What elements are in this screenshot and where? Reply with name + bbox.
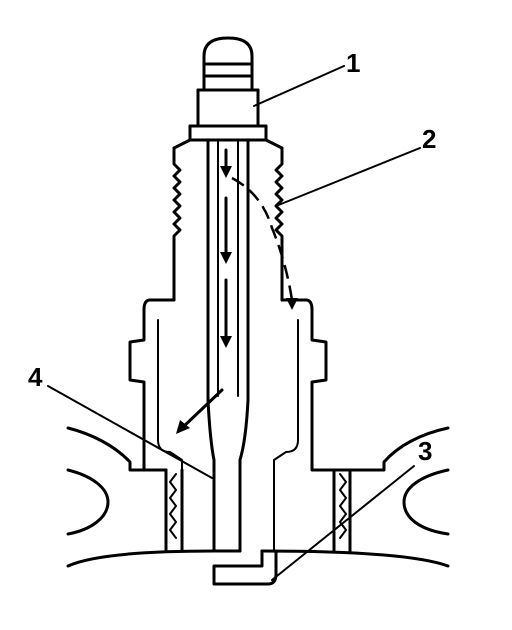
leakage-path [231,176,298,310]
callout-4: 4 [28,362,43,392]
callout-2: 2 [422,124,436,154]
current-flow-arrows [176,148,232,434]
callout-3: 3 [418,436,432,466]
ground-electrode [212,549,278,586]
callout-1: 1 [346,48,360,78]
cylinder-head [66,426,450,568]
center-electrode [206,138,250,553]
callout-leaders [47,65,421,581]
thread-section [169,468,347,553]
insulator [172,138,284,302]
terminal-nut [188,36,268,142]
